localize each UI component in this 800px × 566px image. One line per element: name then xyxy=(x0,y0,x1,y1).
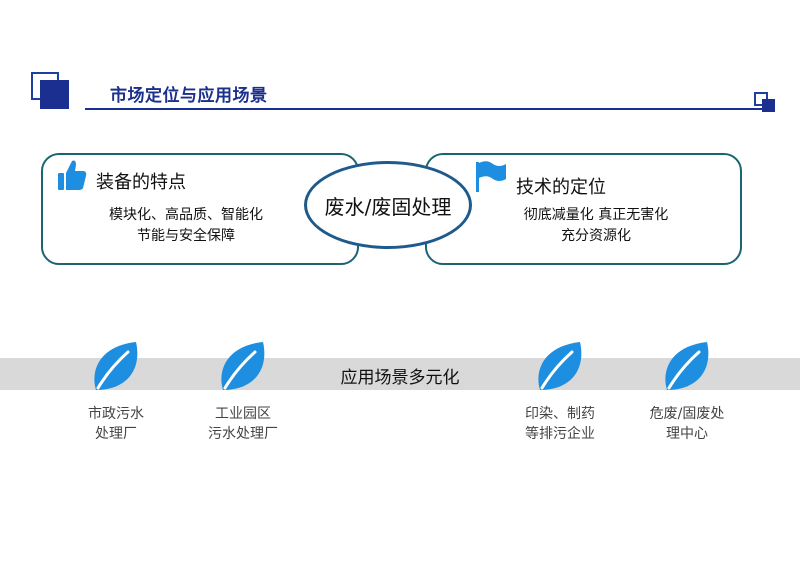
technology-positioning-title: 技术的定位 xyxy=(516,177,606,198)
leaf-icon xyxy=(665,342,709,390)
scenario-industrial-park: 工业园区 污水处理厂 xyxy=(188,404,298,444)
scenario-hazardous-waste-center: 危废/固废处 理中心 xyxy=(632,404,742,444)
page-title: 市场定位与应用场景 xyxy=(110,86,268,106)
core-focus-label: 废水/废固处理 xyxy=(324,194,452,219)
scenario-label-line: 处理厂 xyxy=(95,426,137,442)
scenario-label-line: 等排污企业 xyxy=(525,426,595,442)
equipment-features-title: 装备的特点 xyxy=(96,172,186,193)
scenario-label-line: 危废/固废处 xyxy=(649,406,725,422)
flag-icon xyxy=(476,161,506,192)
leaf-icon xyxy=(538,342,582,390)
scenario-label-line: 市政污水 xyxy=(88,406,144,422)
scenario-dyeing-pharma: 印染、制药 等排污企业 xyxy=(505,404,615,444)
thumbs-up-icon xyxy=(58,160,87,190)
scenario-municipal-wastewater: 市政污水 处理厂 xyxy=(61,404,171,444)
scenario-label-line: 印染、制药 xyxy=(525,406,595,422)
equipment-features-line-1: 模块化、高品质、智能化 xyxy=(109,207,263,223)
core-focus-ellipse: 废水/废固处理 xyxy=(304,161,472,249)
header-decoration-solid-square xyxy=(40,80,69,109)
corner-decoration-solid-square xyxy=(762,99,775,112)
technology-positioning-line-1: 彻底减量化 真正无害化 xyxy=(523,207,669,223)
header-divider xyxy=(85,108,771,110)
scenario-label-line: 污水处理厂 xyxy=(208,426,278,442)
scenario-label-line: 理中心 xyxy=(666,426,708,442)
leaf-icon xyxy=(94,342,138,390)
scenario-label-line: 工业园区 xyxy=(215,406,271,422)
equipment-features-line-2: 节能与安全保障 xyxy=(137,228,235,244)
technology-positioning-line-2: 充分资源化 xyxy=(561,228,631,244)
leaf-icon xyxy=(221,342,265,390)
scenario-band-label: 应用场景多元化 xyxy=(340,368,460,388)
